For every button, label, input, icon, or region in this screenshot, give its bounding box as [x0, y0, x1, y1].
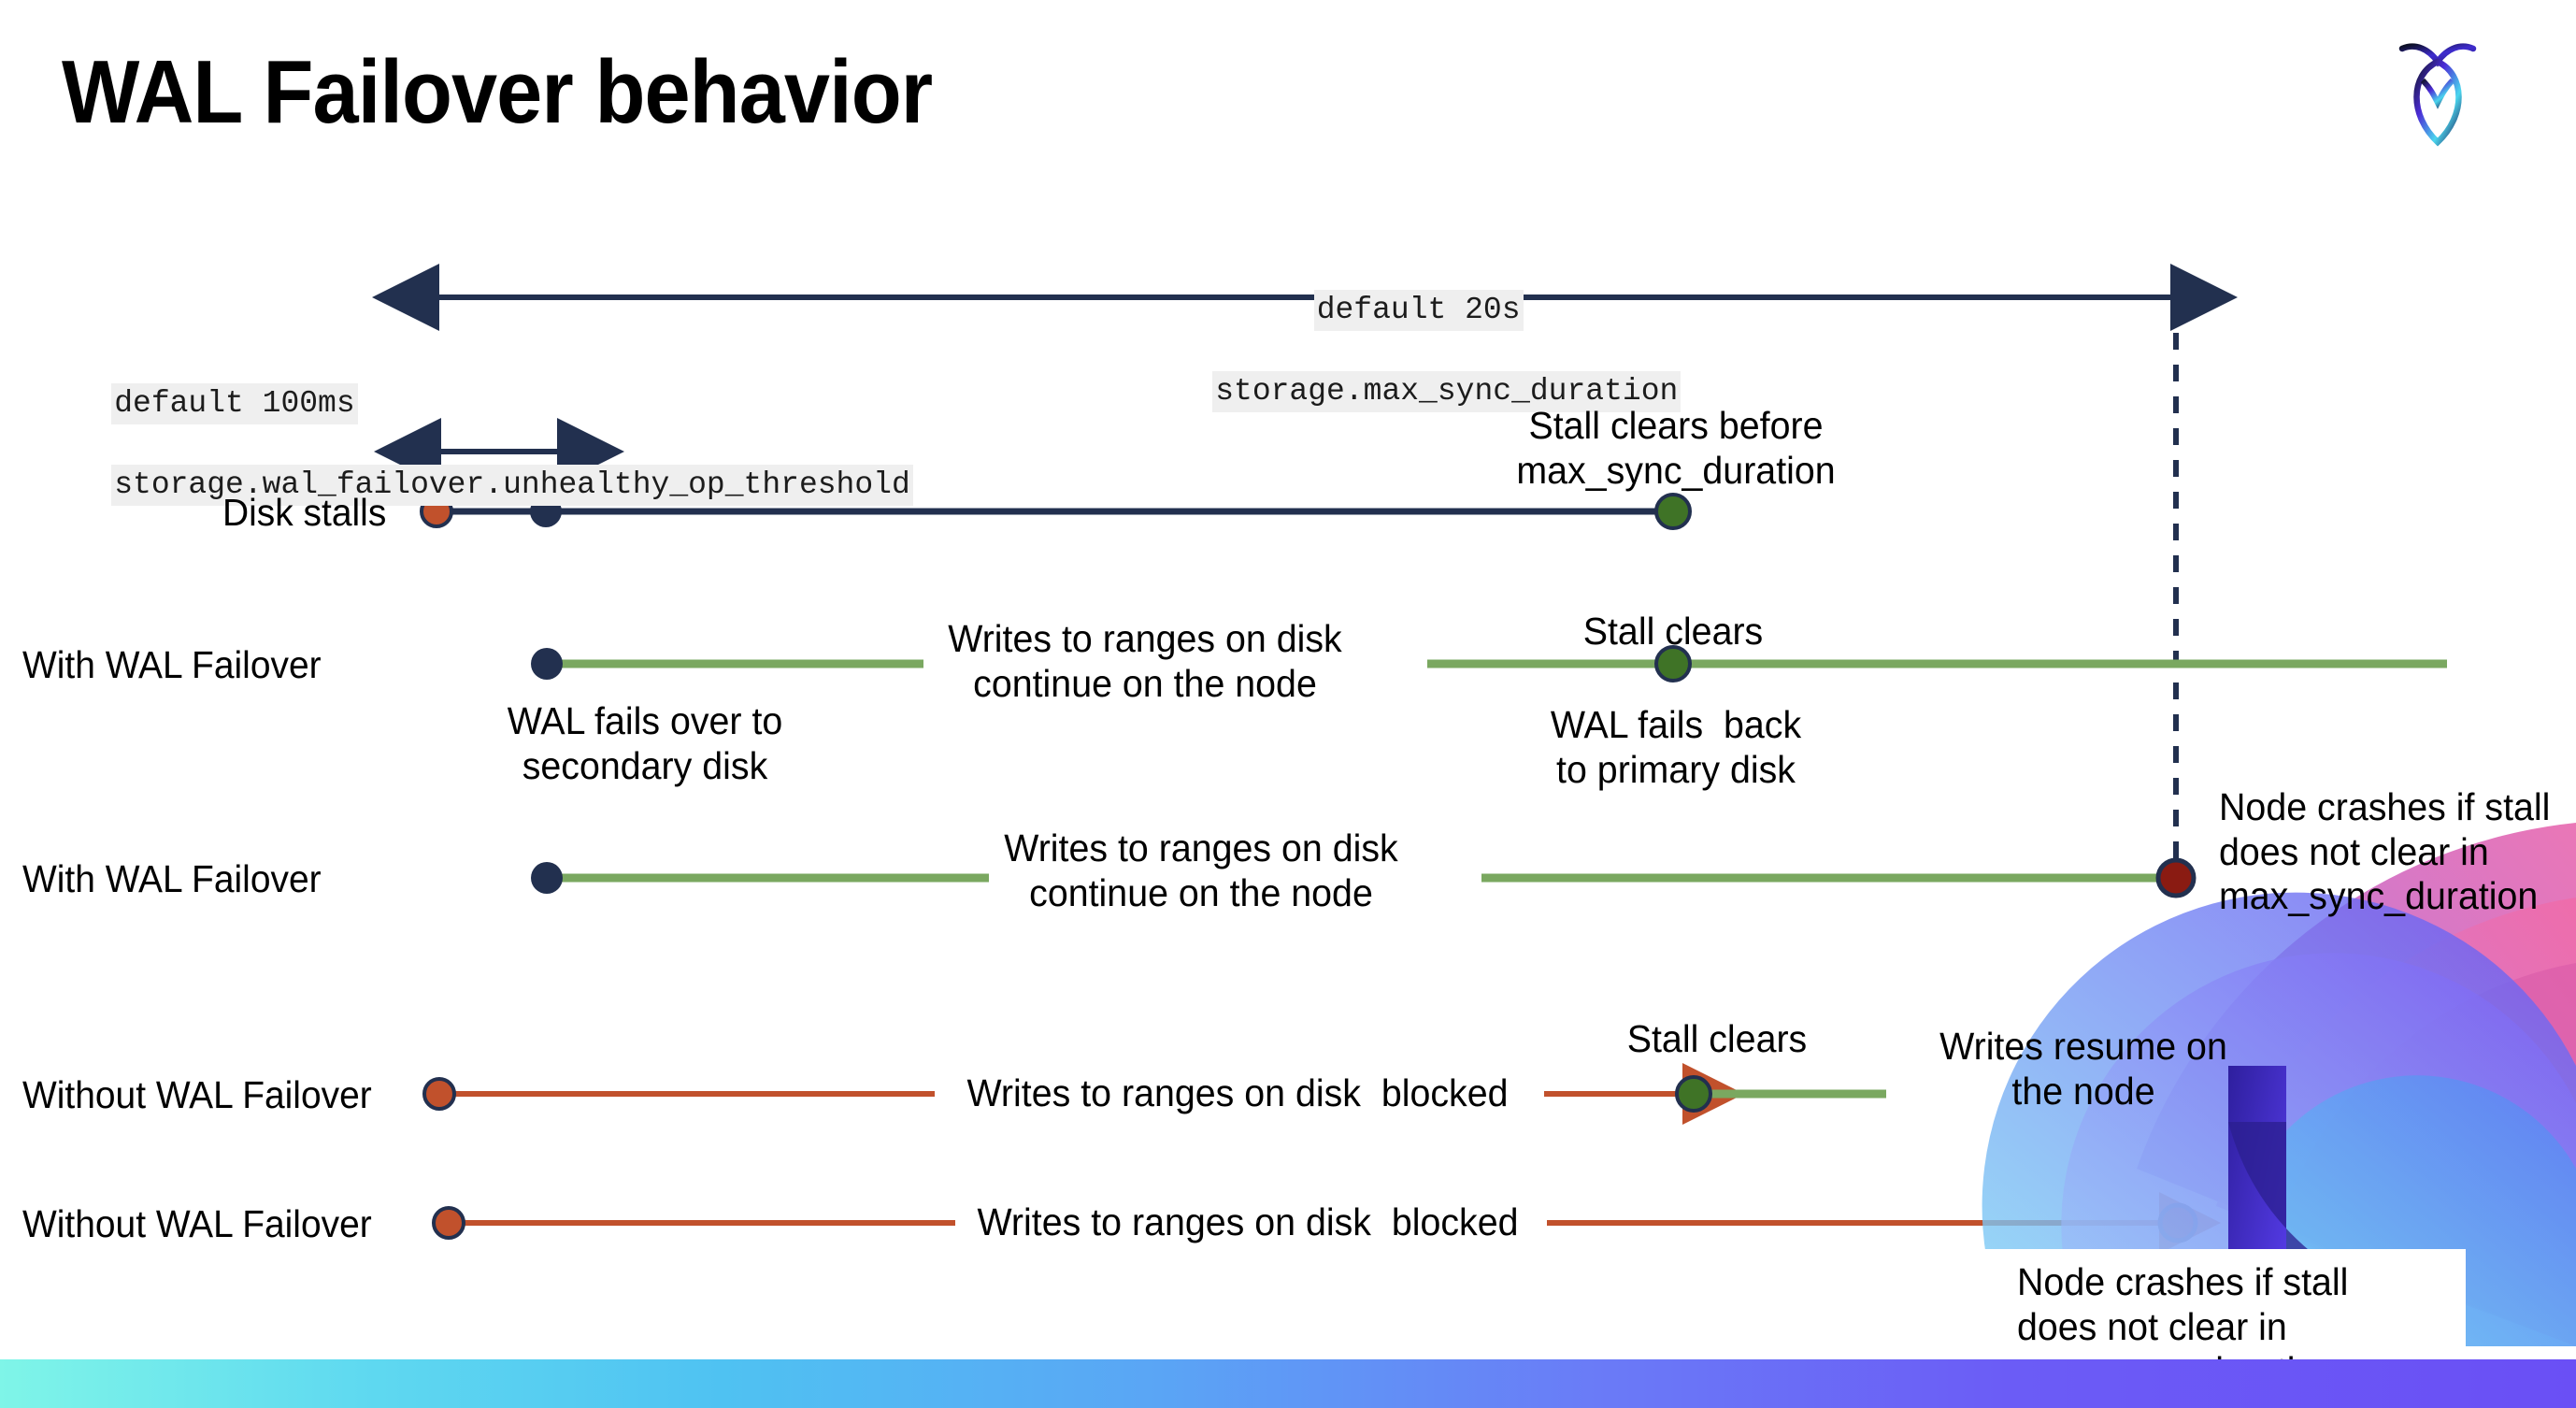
stall-clear-dot: [1654, 493, 1692, 530]
annot-writes-continue-2: Writes to ranges on disk continue on the…: [1004, 826, 1398, 914]
annot-wal-fails-over: WAL fails over to secondary disk: [507, 699, 783, 787]
annot-writes-blocked-2: Writes to ranges on disk blocked: [977, 1200, 1519, 1243]
node-crash-dot: [2155, 857, 2197, 898]
cockroachdb-logo: [2398, 43, 2477, 147]
annot-writes-blocked-1: Writes to ranges on disk blocked: [966, 1071, 1509, 1114]
annot-wal-fails-back: WAL fails back to primary disk: [1550, 703, 1802, 791]
failover-start-dot: [531, 862, 563, 894]
unhealthy-op-setting-text: storage.wal_failover.unhealthy_op_thresh…: [111, 464, 913, 506]
max-sync-setting-text: storage.max_sync_duration: [1212, 370, 1682, 412]
annot-stall-clears-2: Stall clears: [1626, 1017, 1808, 1060]
row-label-disk-stalls: Disk stalls: [222, 491, 387, 534]
annot-writes-resume: Writes resume on the node: [1939, 1025, 2227, 1113]
page-title: WAL Failover behavior: [62, 42, 933, 142]
max-sync-duration-setting-label: default 20s storage.max_sync_duration: [1138, 251, 1682, 452]
unhealthy-op-threshold-setting-label: default 100ms storage.wal_failover.unhea…: [37, 344, 913, 545]
annot-stall-clears-before: Stall clears before max_sync_duration: [1516, 404, 1836, 492]
bottom-gradient-bar: [0, 1359, 2576, 1408]
row-without-wal-failover-recovers-track: [422, 1063, 2454, 1125]
max-sync-default-text: default 20s: [1313, 290, 1524, 332]
failover-start-dot: [531, 648, 563, 680]
node-crash-dot: [2157, 1202, 2198, 1243]
stall-start-dot: [422, 1077, 456, 1111]
unhealthy-op-default-text: default 100ms: [111, 383, 358, 425]
row-with-wal-failover-recovers-track: [531, 645, 2447, 682]
row-label-without-wal-failover-2: Without WAL Failover: [22, 1202, 372, 1245]
annot-writes-continue-1: Writes to ranges on disk continue on the…: [948, 617, 1342, 705]
annot-stall-clears-1: Stall clears: [1582, 610, 1764, 653]
stall-start-dot: [432, 1206, 465, 1240]
annot-node-crashes-1: Node crashes if stall does not clear in …: [2219, 785, 2551, 918]
row-label-without-wal-failover-1: Without WAL Failover: [22, 1073, 372, 1116]
stall-clear-dot: [1675, 1075, 1712, 1113]
row-label-with-wal-failover-1: With WAL Failover: [22, 643, 322, 686]
row-label-with-wal-failover-2: With WAL Failover: [22, 857, 322, 900]
stall-clear-dot: [1654, 645, 1692, 682]
